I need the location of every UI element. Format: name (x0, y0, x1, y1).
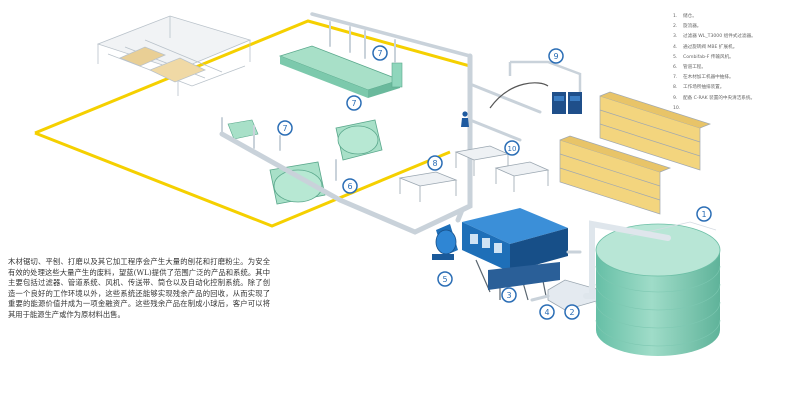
marker-2: 2 (564, 304, 580, 320)
cleaning-units (552, 92, 582, 114)
callout-markers: 1 2 3 4 5 6 7 7 (277, 45, 712, 320)
svg-text:3: 3 (506, 291, 511, 300)
legend-item: 8.工作场所抽排装置。 (673, 85, 725, 91)
legend-item: 4.通过旋转阀 MBE 扩展机。 (673, 44, 738, 50)
svg-text:7: 7 (282, 124, 287, 133)
svg-text:7: 7 (351, 99, 356, 108)
svg-text:1: 1 (701, 210, 706, 219)
main-transport-pipes (455, 203, 671, 302)
marker-3: 3 (501, 287, 517, 303)
marker-9: 9 (548, 48, 564, 64)
legend-item: 10. (673, 105, 681, 111)
svg-text:10: 10 (508, 145, 517, 153)
marker-8: 8 (427, 155, 443, 171)
marker-7b: 7 (346, 95, 362, 111)
marker-1: 1 (696, 206, 712, 222)
svg-text:9: 9 (553, 52, 558, 61)
central-cleaning-duct (489, 60, 582, 109)
drum-dryer-machines (227, 119, 383, 205)
worker-figure (461, 111, 469, 127)
svg-text:6: 6 (347, 182, 352, 191)
marker-10: 10 (504, 140, 520, 156)
transport-fan (432, 224, 458, 260)
storage-silo (595, 221, 721, 356)
marker-5: 5 (437, 271, 453, 287)
svg-text:7: 7 (377, 49, 382, 58)
description-paragraph: 木材锯切、平刨、打磨以及其它加工程序会产生大量的刨花和打磨粉尘。为安全有效的处理… (8, 257, 270, 319)
svg-text:5: 5 (442, 275, 447, 284)
legend-item: 6.管道工程。 (673, 64, 706, 70)
svg-text:4: 4 (544, 308, 549, 317)
legend-item: 5.Combifab-F 传输风机。 (673, 54, 734, 60)
marker-4: 4 (539, 304, 555, 320)
production-line-frame (96, 15, 252, 96)
marker-7a: 7 (372, 45, 388, 61)
svg-text:2: 2 (569, 308, 574, 317)
svg-text:8: 8 (432, 159, 437, 168)
marker-7c: 7 (277, 120, 293, 136)
legend-item: 1.储仓。 (673, 14, 697, 19)
workbenches (398, 145, 550, 202)
legend-item: 2.旋流器。 (673, 24, 702, 30)
legend-item: 7.在木材加工机器中抽排。 (673, 75, 734, 81)
legend-item: 9.配备 C-RAK 装置的中央清洁系统。 (673, 95, 756, 101)
production-machine-top (278, 45, 403, 98)
marker-6: 6 (342, 178, 358, 194)
legend-item: 3.过滤器 WL_T3000 组件式过滤器。 (673, 34, 756, 40)
filter-unit (462, 208, 568, 301)
storage-shelves (559, 91, 712, 215)
legend-list: 1.储仓。 2.旋流器。 3.过滤器 WL_T3000 组件式过滤器。 4.通过… (673, 14, 798, 116)
